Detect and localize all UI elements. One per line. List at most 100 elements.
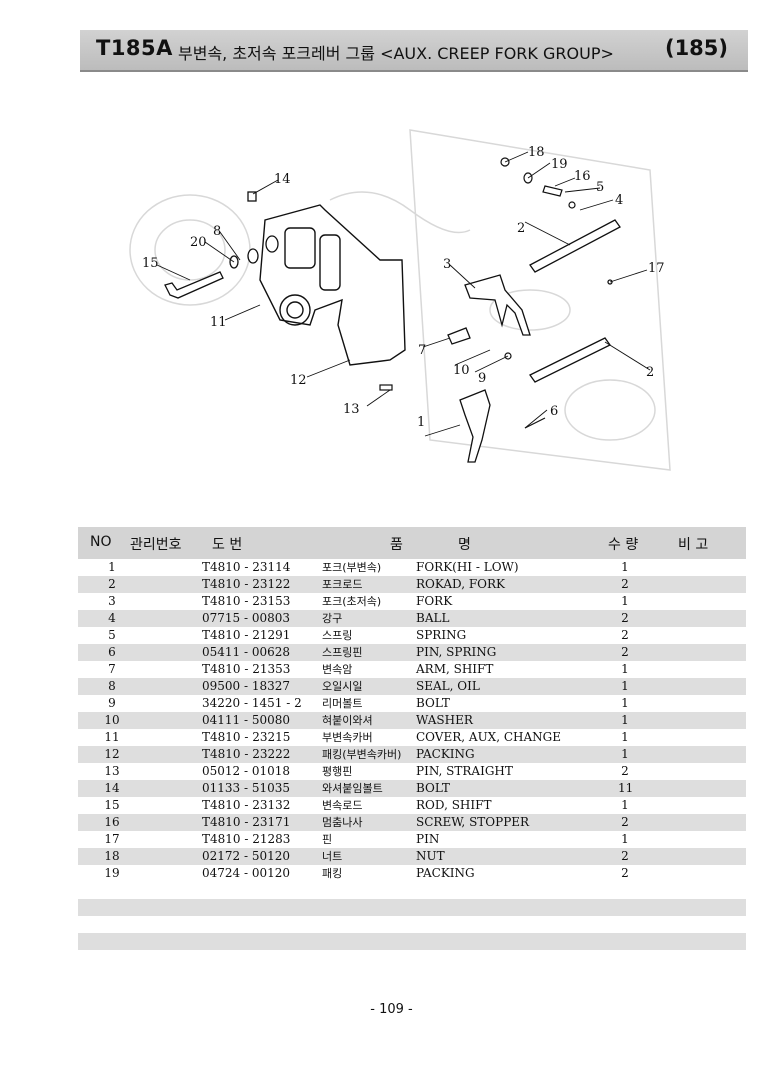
page-header: T185A 부변속, 초저속 포크레버 그룹 <AUX. CREEP FORK …: [80, 30, 748, 72]
row-no: 6: [108, 645, 116, 659]
table-row-empty: [78, 882, 746, 899]
row-quantity: 1: [621, 679, 629, 693]
row-name-eng: BOLT: [416, 696, 450, 710]
row-quantity: 1: [621, 832, 629, 846]
row-part-number: T4810 - 23215: [202, 730, 291, 744]
callout-3: 3: [443, 257, 451, 272]
row-name-eng: PIN, SPRING: [416, 645, 497, 659]
row-part-number: 01133 - 51035: [202, 781, 291, 795]
row-part-number: 04111 - 50080: [202, 713, 291, 727]
header-qty: 수 량: [608, 537, 639, 553]
row-part-number: T4810 - 21353: [202, 662, 291, 676]
exploded-parts-diagram: 1 2 2 3 4 5 6 7 8 9 10 11 12 13 14 15 16…: [110, 110, 690, 510]
row-part-number: 05411 - 00628: [202, 645, 291, 659]
leader-lines: [156, 151, 651, 437]
row-name-kor: 스프링: [322, 629, 353, 642]
row-name-eng: PIN, STRAIGHT: [416, 764, 513, 778]
row-name-kor: 너트: [322, 850, 343, 863]
row-part-number: T4810 - 23114: [202, 560, 291, 574]
row-part-number: T4810 - 23132: [202, 798, 291, 812]
row-name-eng: SCREW, STOPPER: [416, 815, 530, 829]
callout-1: 1: [417, 415, 425, 430]
row-quantity: 2: [621, 866, 629, 880]
page-number: - 109 -: [370, 1002, 413, 1017]
callout-2-upper: 2: [517, 221, 525, 236]
header-mgmt-no: 관리번호: [130, 537, 182, 553]
row-name-kor: 부변속카버: [322, 731, 373, 744]
row-name-eng: FORK(HI - LOW): [416, 560, 519, 574]
row-quantity: 2: [621, 849, 629, 863]
row-no: 12: [104, 747, 120, 761]
row-quantity: 1: [621, 560, 629, 574]
row-quantity: 1: [621, 798, 629, 812]
row-quantity: 2: [621, 577, 629, 591]
row-no: 4: [108, 611, 116, 625]
row-no: 9: [108, 696, 116, 710]
row-name-eng: PACKING: [416, 747, 475, 761]
callout-8: 8: [213, 224, 221, 239]
row-no: 7: [108, 662, 116, 676]
row-name-kor: 혀붙이와셔: [322, 714, 373, 727]
row-name-kor: 포크로드: [322, 578, 363, 591]
row-part-number: 34220 - 1451 - 2: [202, 696, 302, 710]
diagram-drawing: 1 2 2 3 4 5 6 7 8 9 10 11 12 13 14 15 16…: [129, 129, 671, 471]
row-no: 15: [104, 798, 120, 812]
row-no: 16: [104, 815, 120, 829]
row-name-kor: 패킹(부변속카버): [322, 748, 402, 761]
row-no: 5: [108, 628, 116, 642]
row-part-number: T4810 - 23153: [202, 594, 291, 608]
callout-labels: 1 2 2 3 4 5 6 7 8 9 10 11 12 13 14 15 16…: [142, 145, 665, 430]
table-header: NO 관리번호 도 번 품 명 수 량 비 고: [78, 527, 746, 559]
row-name-eng: ROKAD, FORK: [416, 577, 506, 591]
row-no: 13: [104, 764, 120, 778]
row-name-kor: 강구: [322, 612, 343, 625]
table-row-empty: [78, 899, 746, 916]
model-code: T185A: [96, 36, 173, 60]
cover-assembly: [259, 204, 406, 366]
table-row-empty: [78, 933, 746, 950]
row-no: 11: [104, 730, 120, 744]
row-no: 17: [104, 832, 120, 846]
row-part-number: T4810 - 23222: [202, 747, 291, 761]
row-no: 19: [104, 866, 120, 880]
header-name: 명: [458, 537, 471, 553]
row-quantity: 2: [621, 764, 629, 778]
row-name-eng: WASHER: [416, 713, 473, 727]
callout-17: 17: [648, 261, 665, 276]
row-part-number: 07715 - 00803: [202, 611, 291, 625]
row-part-number: 04724 - 00120: [202, 866, 291, 880]
callout-7: 7: [418, 343, 426, 358]
row-name-eng: COVER, AUX, CHANGE: [416, 730, 562, 744]
row-no: 10: [104, 713, 120, 727]
callout-6: 6: [550, 404, 558, 419]
forks: [447, 274, 531, 463]
header-drawing-no: 도 번: [212, 537, 243, 553]
table-row: 13 05012 - 01018 평행핀 PIN, STRAIGHT 2: [78, 763, 746, 780]
callout-9: 9: [478, 371, 486, 386]
row-name-kor: 패킹: [322, 867, 343, 880]
callout-4: 4: [615, 193, 623, 208]
row-name-kor: 평행핀: [322, 765, 353, 778]
fork-rods: [529, 219, 621, 383]
row-part-number: 05012 - 01018: [202, 764, 291, 778]
header-no: NO: [90, 534, 112, 550]
callout-16: 16: [574, 169, 591, 184]
row-no: 2: [108, 577, 116, 591]
row-quantity: 2: [621, 611, 629, 625]
shift-rod-and-seals: [164, 191, 279, 299]
row-name-kor: 핀: [322, 833, 333, 846]
